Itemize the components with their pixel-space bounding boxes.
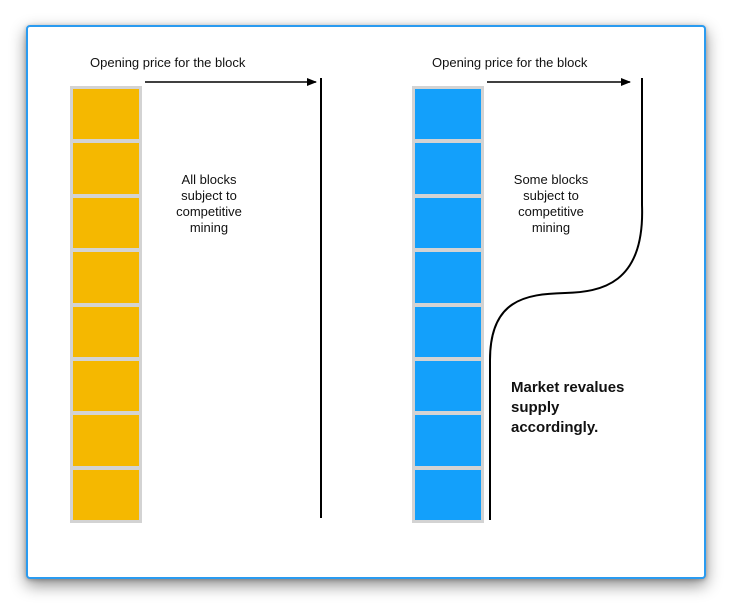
- left-block: [73, 360, 139, 412]
- right-block: [415, 469, 481, 520]
- right-heading: Opening price for the block: [432, 55, 588, 70]
- left-block: [73, 306, 139, 357]
- right-block: [415, 197, 481, 249]
- right-price-curve: [489, 78, 644, 520]
- right-description-line: Some blocks: [513, 172, 589, 187]
- right-block-stack: [412, 86, 484, 523]
- right-description: Some blocks subject to competitive minin…: [491, 172, 611, 236]
- note-line: Market revalues: [511, 379, 625, 396]
- left-description-line: competitive: [176, 204, 242, 219]
- left-block: [73, 469, 139, 520]
- right-description-line: mining: [531, 220, 571, 235]
- left-block: [73, 143, 139, 194]
- right-description-line: competitive: [518, 204, 584, 219]
- right-block: [415, 360, 481, 412]
- note-line: supply: [511, 399, 560, 416]
- right-block: [415, 89, 481, 140]
- left-heading: Opening price for the block: [90, 55, 246, 70]
- left-description: All blocks subject to competitive mining: [149, 172, 269, 236]
- right-block: [415, 306, 481, 357]
- note-line: accordingly.: [511, 419, 599, 436]
- left-block: [73, 415, 139, 466]
- right-block: [415, 143, 481, 194]
- left-block: [73, 197, 139, 249]
- right-block: [415, 415, 481, 466]
- left-block: [73, 252, 139, 303]
- right-description-line: subject to: [523, 188, 579, 203]
- left-description-line: subject to: [181, 188, 237, 203]
- right-block: [415, 252, 481, 303]
- market-revalues-note: Market revalues supply accordingly.: [511, 378, 624, 438]
- left-block: [73, 89, 139, 140]
- left-description-line: mining: [189, 220, 229, 235]
- left-block-stack: [70, 86, 142, 523]
- left-description-line: All blocks: [181, 172, 237, 187]
